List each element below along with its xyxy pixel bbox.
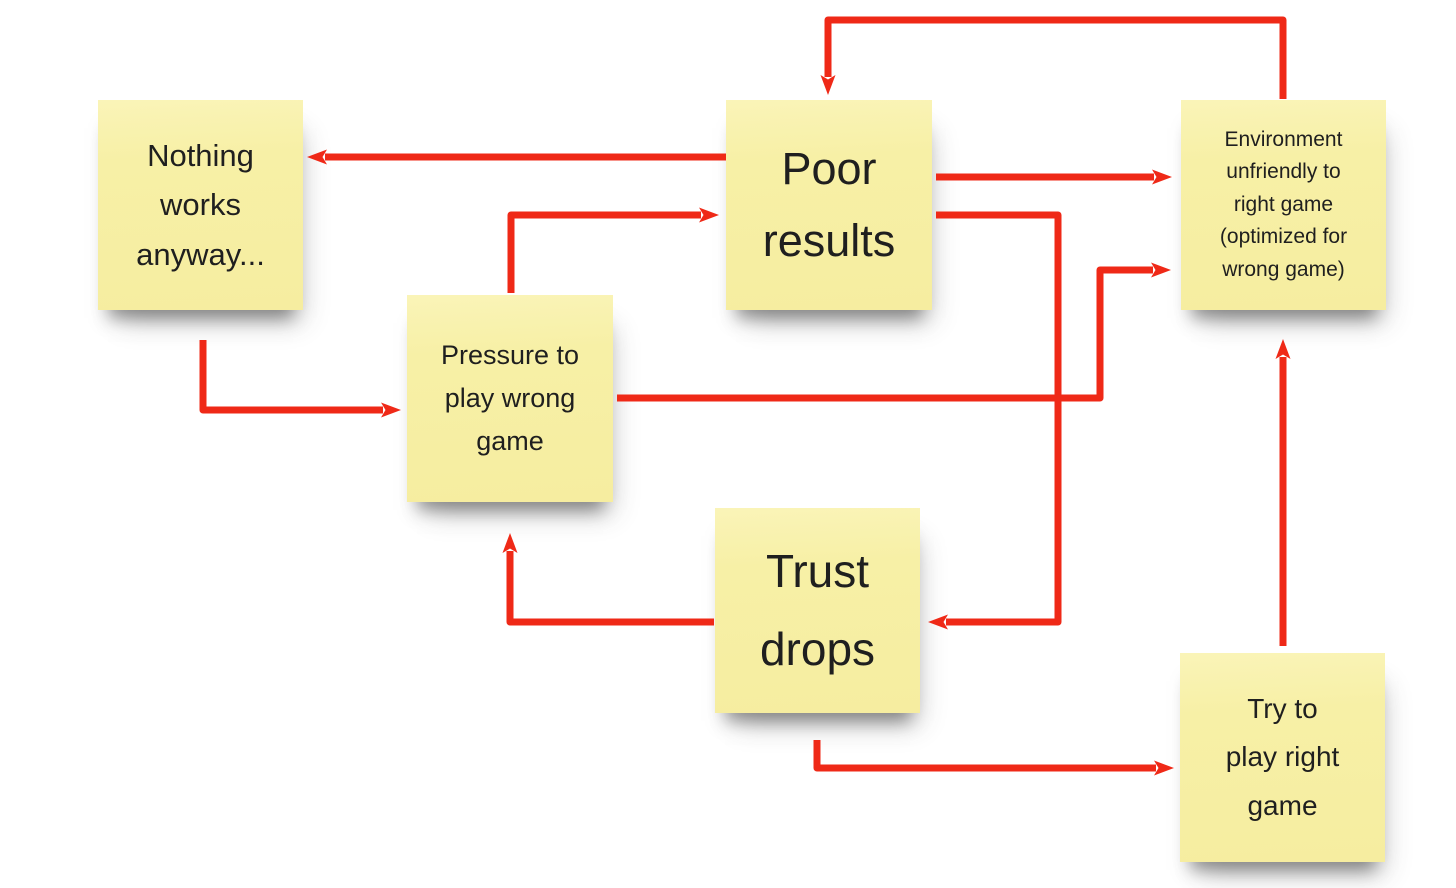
sticky-note-environment-unfriendly: Environment unfriendly to right game (op… <box>1181 100 1386 310</box>
note-label-pressure-wrong-game: Pressure to play wrong game <box>440 339 580 457</box>
note-label-nothing-works: Nothing works anyway... <box>136 137 265 272</box>
note-label-poor-results: Poor results <box>762 143 896 266</box>
sticky-note-poor-results: Poor results <box>726 100 932 310</box>
sticky-note-try-right-game: Try to play right game <box>1180 653 1385 862</box>
sticky-note-trust-drops: Trust drops <box>715 508 920 713</box>
sticky-note-pressure-wrong-game: Pressure to play wrong game <box>407 295 613 502</box>
arrow-nothing-works-to-pressure <box>199 340 401 418</box>
arrow-trust-drops-to-pressure <box>502 533 714 626</box>
arrow-pressure-to-poor-results <box>507 207 719 293</box>
arrow-environment-to-poor-results <box>820 16 1287 99</box>
note-label-try-right-game: Try to play right game <box>1225 693 1340 821</box>
note-label-trust-drops: Trust drops <box>759 545 876 675</box>
note-label-environment-unfriendly: Environment unfriendly to right game (op… <box>1219 127 1348 281</box>
arrow-poor-results-to-trust-drops <box>928 211 1062 630</box>
arrow-trust-drops-to-try-right-game <box>813 740 1174 776</box>
sticky-note-nothing-works: Nothing works anyway... <box>98 100 303 310</box>
